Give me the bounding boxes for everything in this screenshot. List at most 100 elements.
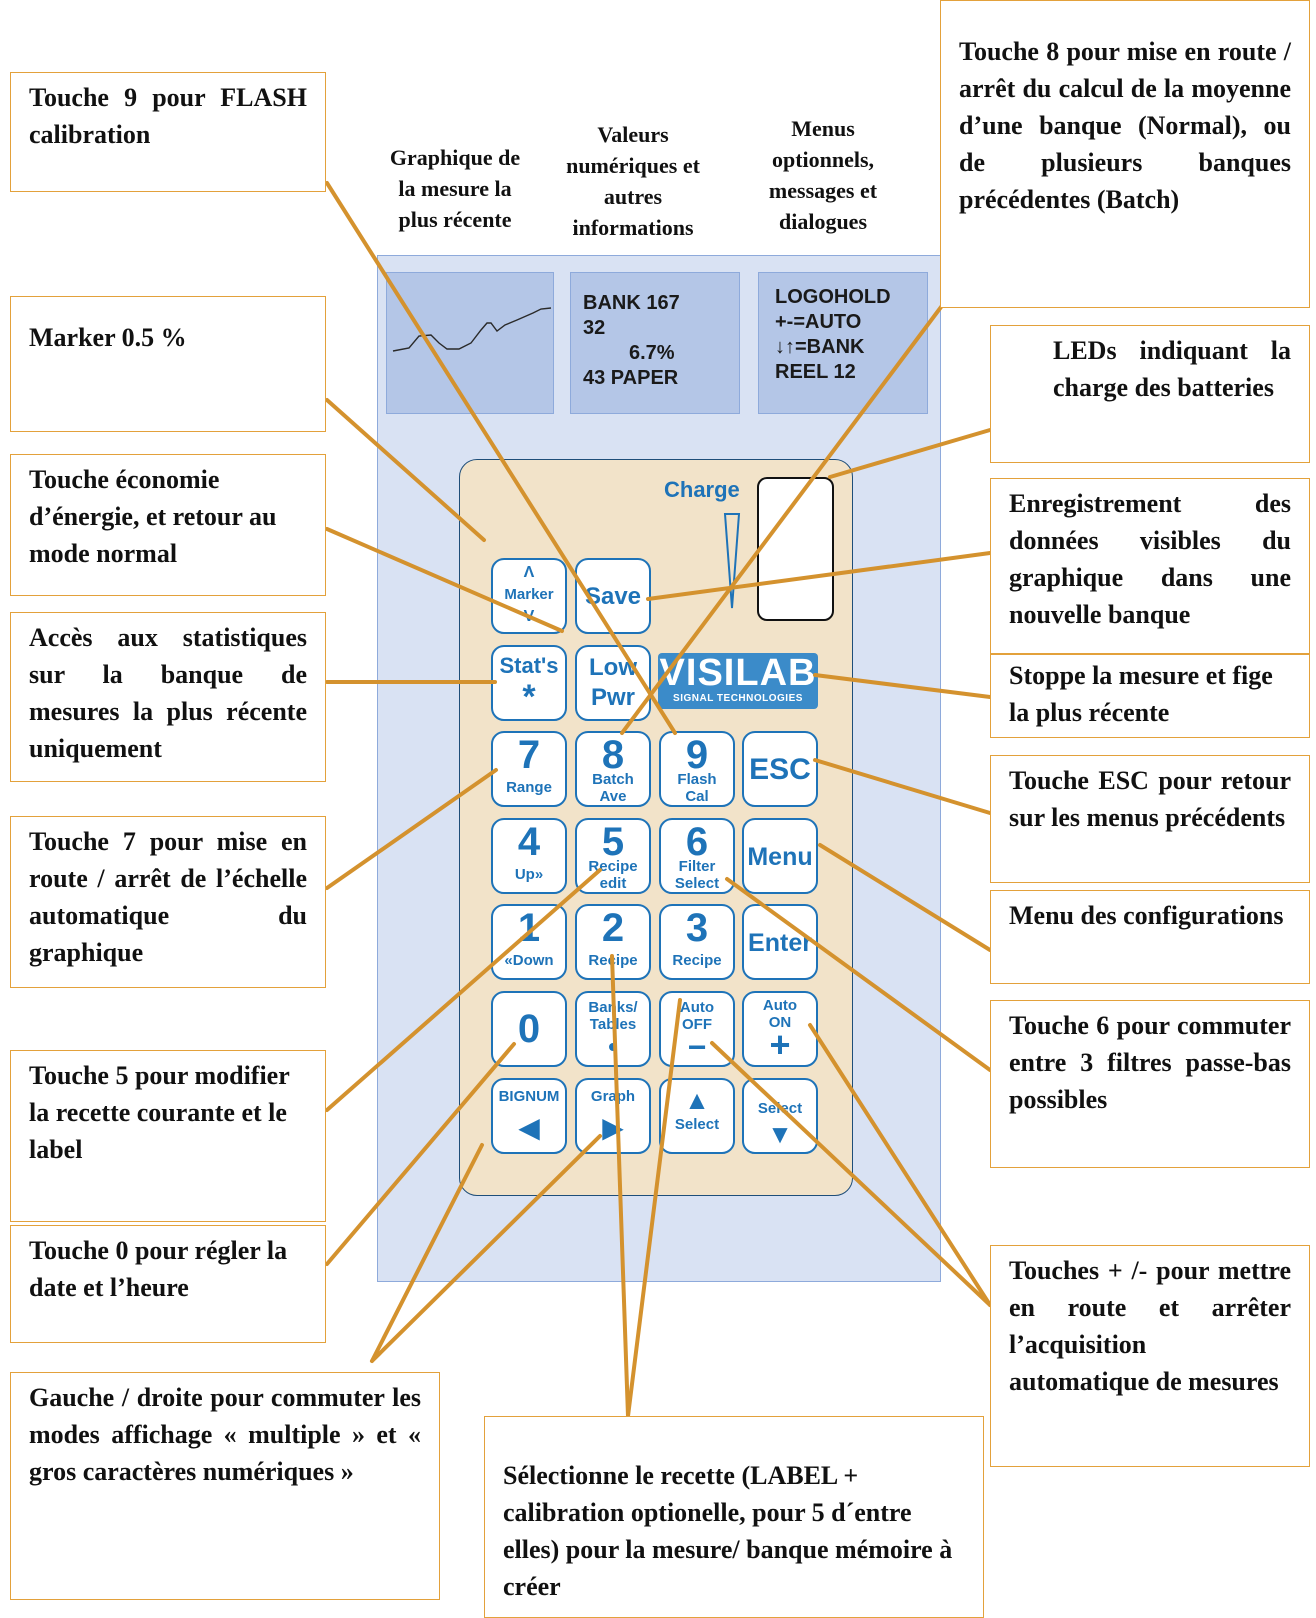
note-gauche-droite-text: Gauche / droite pour commuter les modes … — [29, 1383, 421, 1486]
banks-sub-1: Banks/ — [588, 999, 638, 1016]
brand-logo: VISILAB SIGNAL TECHNOLOGIES — [658, 653, 818, 709]
menu-label: Menu — [747, 843, 813, 871]
note-stoppe: Stoppe la mesure et fige la plus récente — [990, 654, 1310, 738]
bignum-label: BIGNUM — [498, 1088, 560, 1105]
values-line-1: BANK 167 — [583, 292, 680, 314]
key-6-number: 6 — [685, 820, 709, 864]
key-5-recipe-edit[interactable]: 5 Recipe edit — [575, 818, 651, 894]
key-8-sub-2: Ave — [599, 788, 627, 805]
right-arrow-icon: ▶ — [602, 1112, 624, 1143]
measurement-graph — [392, 307, 552, 352]
auto-off-sub-1: Auto — [679, 999, 715, 1016]
key-4-up[interactable]: 4 Up» — [491, 818, 567, 894]
key-0-number: 0 — [517, 1007, 541, 1051]
marker-label: Marker — [504, 586, 554, 603]
key-2-recipe[interactable]: 2 Recipe — [575, 904, 651, 980]
key-7-number: 7 — [517, 733, 541, 777]
menus-line-4: REEL 12 — [775, 361, 856, 383]
esc-label: ESC — [749, 753, 811, 786]
note-touche-5-text: Touche 5 pour modifier la recette couran… — [29, 1061, 290, 1164]
header-graph: Graphique de la mesure la plus récente — [389, 145, 521, 232]
key-8-number: 8 — [601, 733, 625, 777]
note-stats-text: Accès aux statistiques sur la banque de … — [29, 623, 307, 763]
minus-icon: − — [687, 1029, 707, 1065]
note-touche-8: Touche 8 pour mise en route / arrêt du c… — [940, 0, 1310, 308]
plus-icon: + — [769, 1024, 791, 1065]
key-9-sub-1: Flash — [677, 771, 717, 788]
brand-subtitle: SIGNAL TECHNOLOGIES — [673, 693, 803, 704]
header-values: Valeurs numériques et autres information… — [566, 122, 700, 240]
note-plus-moins: Touches + /- pour mettre en route et arr… — [990, 1245, 1310, 1467]
key-7-sub: Range — [506, 779, 552, 796]
low-power-label-1: Low — [589, 654, 637, 681]
menus-screen: LOGOHOLD +-=AUTO ↓↑=BANK REEL 12 — [758, 272, 928, 414]
enter-key[interactable]: Enter — [742, 904, 818, 980]
note-esc: Touche ESC pour retour sur les menus pré… — [990, 755, 1310, 883]
key-1-down[interactable]: 1 «Down — [491, 904, 567, 980]
asterisk-icon: * — [522, 678, 536, 716]
key-5-sub-2: edit — [599, 875, 627, 892]
menus-line-2: +-=AUTO — [775, 311, 862, 333]
banks-tables-key[interactable]: Banks/ Tables • — [575, 991, 651, 1067]
up-triangle-icon: ▲ — [684, 1085, 710, 1115]
stats-key[interactable]: Stat's * — [491, 645, 567, 721]
note-selection-recette-text: Sélectionne le recette (LABEL + calibrat… — [503, 1461, 953, 1601]
note-leds-text: LEDs indiquant la charge des batteries — [1053, 336, 1291, 402]
esc-key[interactable]: ESC — [742, 731, 818, 807]
key-2-number: 2 — [601, 906, 625, 950]
menus-line-3: ↓↑=BANK — [775, 336, 865, 358]
header-menus: Menus optionnels, messages et dialogues — [768, 116, 878, 234]
note-touche-8-text: Touche 8 pour mise en route / arrêt du c… — [959, 37, 1291, 214]
note-menu: Menu des configurations — [990, 890, 1310, 984]
note-touche-0-text: Touche 0 pour régler la date et l’heure — [29, 1236, 288, 1302]
key-1-sub: «Down — [504, 952, 554, 969]
note-economie: Touche économie d’énergie, et retour au … — [10, 454, 326, 596]
note-touche-0: Touche 0 pour régler la date et l’heure — [10, 1225, 326, 1343]
key-7-range[interactable]: 7 Range — [491, 731, 567, 807]
key-4-sub: Up» — [514, 866, 544, 883]
key-3-recipe[interactable]: 3 Recipe — [659, 904, 735, 980]
low-power-key[interactable]: Low Pwr — [575, 645, 651, 721]
graph-screen — [386, 272, 554, 414]
note-touche-7: Touche 7 pour mise en route / arrêt de l… — [10, 816, 326, 988]
key-8-batch-ave[interactable]: 8 Batch Ave — [575, 731, 651, 807]
values-line-4: 43 PAPER — [583, 367, 679, 389]
select-down-label: Select — [757, 1100, 803, 1117]
note-stoppe-text: Stoppe la mesure et fige la plus récente — [1009, 661, 1273, 727]
key-0[interactable]: 0 — [491, 991, 567, 1067]
key-9-number: 9 — [685, 733, 709, 777]
graph-right-key[interactable]: Graph ▶ — [575, 1078, 651, 1154]
dot-icon: • — [608, 1031, 618, 1062]
left-arrow-icon: ◀ — [518, 1112, 540, 1143]
select-up-key[interactable]: ▲ Select — [659, 1078, 735, 1154]
menus-line-1: LOGOHOLD — [775, 286, 891, 308]
marker-down-icon: V — [523, 608, 535, 625]
note-marker-text: Marker 0.5 % — [29, 323, 187, 352]
select-down-key[interactable]: Select ▼ — [742, 1078, 818, 1154]
key-9-flash-cal[interactable]: 9 Flash Cal — [659, 731, 735, 807]
menu-key[interactable]: Menu — [742, 818, 818, 894]
note-touche-6: Touche 6 pour commuter entre 3 filtres p… — [990, 1000, 1310, 1168]
values-line-2: 32 — [583, 317, 606, 339]
graph-label: Graph — [590, 1088, 636, 1105]
save-key[interactable]: Save — [575, 558, 651, 634]
auto-off-key[interactable]: Auto OFF − — [659, 991, 735, 1067]
key-5-number: 5 — [601, 820, 625, 864]
note-touche-9: Touche 9 pour FLASH calibration — [10, 72, 326, 192]
bignum-left-key[interactable]: BIGNUM ◀ — [491, 1078, 567, 1154]
note-marker: Marker 0.5 % — [10, 296, 326, 432]
marker-up-icon: Λ — [523, 564, 535, 581]
values-line-3: 6.7% — [629, 342, 675, 364]
marker-key[interactable]: Λ Marker V — [491, 558, 567, 634]
enter-label: Enter — [748, 929, 812, 957]
brand-name: VISILAB — [659, 652, 817, 694]
auto-on-sub-1: Auto — [762, 997, 798, 1014]
note-selection-recette: Sélectionne le recette (LABEL + calibrat… — [484, 1416, 984, 1618]
note-stats: Accès aux statistiques sur la banque de … — [10, 612, 326, 782]
stats-label: Stat's — [499, 653, 559, 678]
note-economie-text: Touche économie d’énergie, et retour au … — [29, 465, 277, 568]
key-6-filter-select[interactable]: 6 Filter Select — [659, 818, 735, 894]
auto-on-key[interactable]: Auto ON + — [742, 991, 818, 1067]
charge-label: Charge — [664, 477, 740, 502]
